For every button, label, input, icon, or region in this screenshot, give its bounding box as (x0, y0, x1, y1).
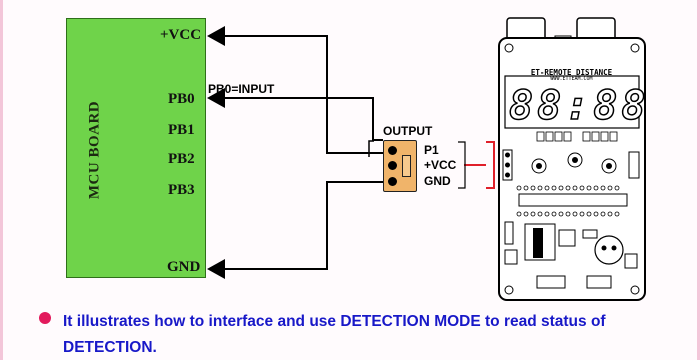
pin-pb0: PB0 (168, 91, 195, 107)
connector-label-gnd: GND (424, 174, 451, 188)
output-title: OUTPUT (383, 124, 433, 138)
pb0-wire (207, 88, 383, 141)
pin-vcc: +VCC (160, 27, 202, 43)
output-bracket (368, 140, 374, 157)
vcc-wire (207, 26, 398, 154)
pin-pb1: PB1 (168, 122, 195, 138)
sensor-module-url: WWW.ETTEAM.COM (550, 76, 593, 82)
bullet-icon (39, 312, 51, 324)
wiring (207, 26, 495, 279)
pin-pb3: PB3 (168, 182, 195, 198)
module-connector-bracket (486, 141, 495, 189)
seven-segment-display: 88:88 (508, 82, 650, 130)
sensor-module-image (498, 17, 646, 301)
connector-pin-3 (388, 177, 397, 186)
pb0-input-label: PB0=INPUT (208, 82, 275, 96)
connector-latch (402, 155, 411, 177)
caption-text: It illustrates how to interface and use … (63, 313, 606, 356)
output-connector (383, 140, 417, 192)
pin-gnd: GND (167, 259, 201, 275)
connector-pin-1 (388, 146, 397, 155)
connector-label-p1: P1 (424, 143, 439, 157)
mcu-board-title: MCU BOARD (86, 100, 103, 200)
gnd-wire (207, 181, 383, 279)
connector-label-vcc: +VCC (424, 158, 457, 172)
pin-pb2: PB2 (168, 151, 195, 167)
label-bracket (458, 141, 466, 189)
sensor-module-title: ET-REMOTE DISTANCE (530, 68, 613, 77)
connector-pin-2 (388, 161, 397, 170)
mcu-board (66, 18, 206, 278)
